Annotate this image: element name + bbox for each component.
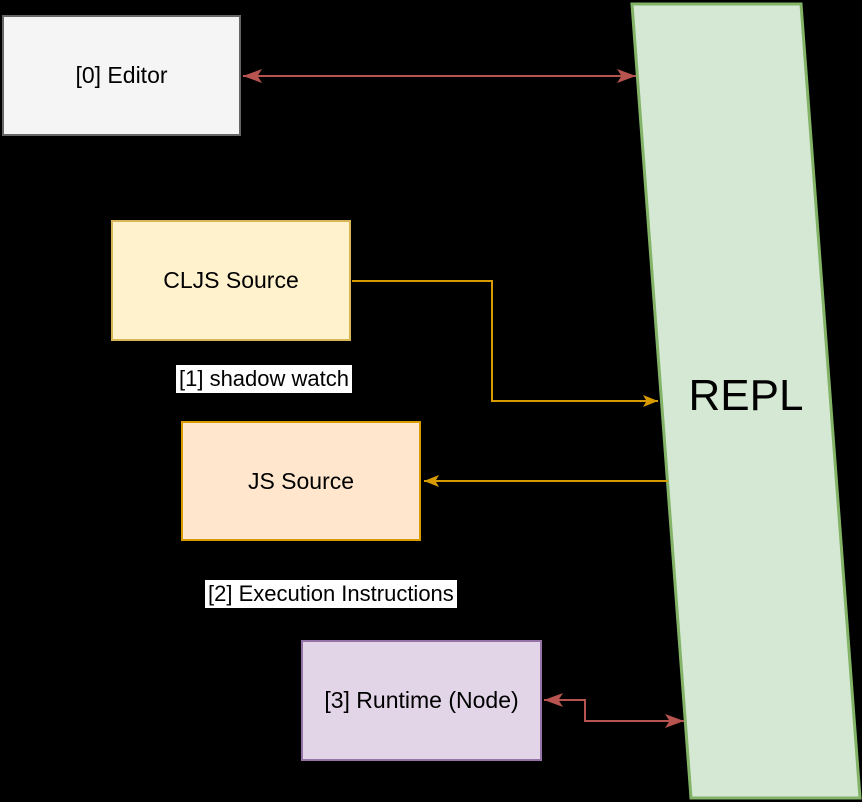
runtime-node-label: [3] Runtime (Node) <box>324 687 519 713</box>
cljs-source-node-label: CLJS Source <box>163 267 299 293</box>
runtime-node: [3] Runtime (Node) <box>301 640 542 761</box>
execution-instructions-edge-label: [2] Execution Instructions <box>205 580 457 608</box>
editor-node: [0] Editor <box>2 15 241 136</box>
editor-node-label: [0] Editor <box>75 62 168 88</box>
js-source-node-label: JS Source <box>247 467 355 494</box>
shadow-watch-edge-label: [1] shadow watch <box>176 365 352 393</box>
repl-parallelogram <box>630 2 862 800</box>
cljs-source-node: CLJS Source <box>111 220 351 341</box>
cljs-to-repl-arrow <box>352 280 658 407</box>
runtime-repl-bidirectional-arrow <box>544 693 684 728</box>
repl-node-label: REPL <box>688 371 804 420</box>
js-source-node: JS Source <box>181 421 421 541</box>
